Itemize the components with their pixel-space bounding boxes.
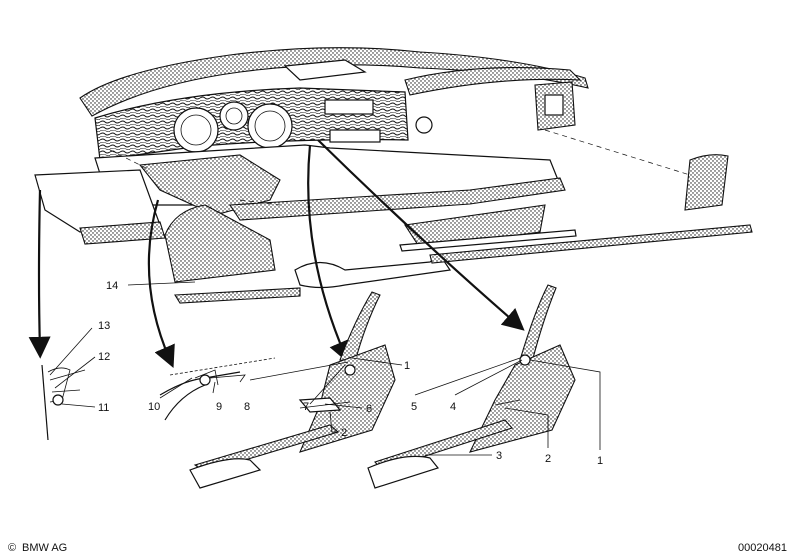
callout-1-a: 1: [404, 360, 410, 372]
callout-8: 8: [244, 401, 250, 413]
radio-slot: [324, 99, 374, 115]
callout-3: 3: [496, 450, 502, 462]
diagram-number: 00020481: [738, 542, 787, 554]
defroster-vent: [283, 59, 367, 81]
lower-bolster: [294, 254, 452, 289]
right-bracket: [684, 154, 729, 211]
dashboard-assembly: [34, 47, 753, 304]
arrow-to-detail-left: [28, 189, 51, 359]
arrow-to-detail-right: [317, 139, 525, 331]
callout-2-b: 2: [545, 453, 551, 465]
gauge-center: [219, 101, 249, 131]
brand-label: BMW AG: [22, 542, 67, 554]
sill-b-pillar: [519, 284, 557, 363]
leader-lines: [49, 281, 601, 456]
long-trim-strip: [229, 177, 566, 221]
callout-7: 7: [303, 401, 309, 413]
left-tray-lip: [79, 221, 166, 245]
callout-12: 12: [98, 351, 110, 363]
footer: © BMW AG 00020481: [8, 542, 787, 554]
detail-view-sill-a: [189, 291, 396, 489]
callout-4: 4: [450, 401, 456, 413]
switch-panel: [329, 129, 381, 143]
detail-view-sill-b: [367, 284, 576, 489]
copyright-symbol: ©: [8, 542, 16, 554]
detail-arrows: [28, 139, 525, 369]
seal-strip-right: [429, 224, 753, 264]
callout-2-a: 2: [341, 427, 347, 439]
callout-14: 14: [106, 280, 118, 292]
knob: [415, 116, 433, 134]
instrument-gauges: [173, 101, 293, 153]
callout-11: 11: [98, 402, 109, 414]
dashboard-top-pad: [79, 47, 589, 117]
seal-strip-lower: [174, 287, 301, 304]
callout-labels: 1 2 3 2 1 4 5 6 7 8 9 10 11 12 13 14: [98, 280, 603, 467]
detail-view-left: [41, 364, 86, 441]
detail-view-center-left: [159, 357, 276, 421]
left-tray: [34, 169, 161, 233]
callout-5: 5: [411, 401, 417, 413]
callout-1-b: 1: [597, 455, 603, 467]
callout-10: 10: [148, 401, 160, 413]
callout-6: 6: [366, 403, 372, 415]
callout-9: 9: [216, 401, 222, 413]
knee-pad-left: [164, 204, 276, 283]
center-console: [138, 154, 281, 216]
knee-pad-right: [404, 204, 546, 249]
seal-strip-mid: [399, 229, 577, 252]
right-dash-section: [404, 66, 582, 96]
callout-13: 13: [98, 320, 110, 332]
sill-a-pillar: [339, 291, 381, 363]
arrow-to-detail-10: [147, 199, 175, 369]
arrow-to-detail-8: [307, 144, 350, 364]
